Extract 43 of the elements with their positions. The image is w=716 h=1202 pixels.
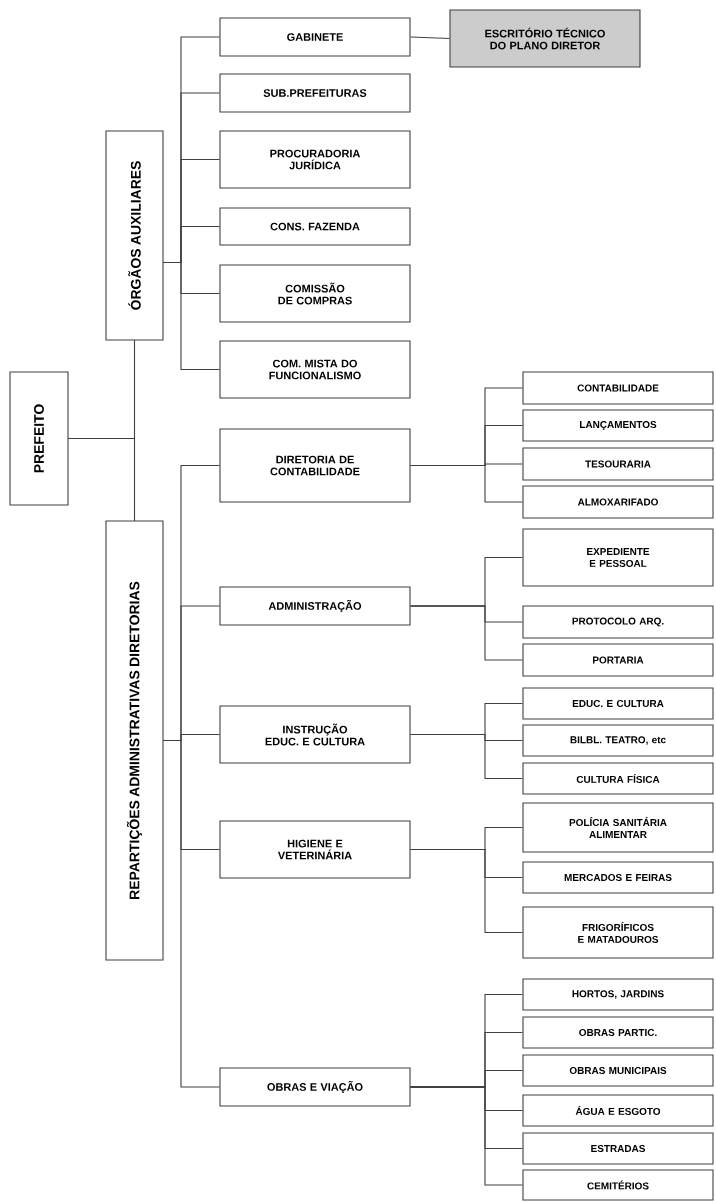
section-box: ALMOXARIFADO [522, 485, 714, 519]
group-box: ÓRGÃOS AUXILIARES [105, 130, 164, 341]
connector-line [162, 739, 220, 1088]
section-box: ESTRADAS [522, 1132, 714, 1165]
section-box: CONTABILIDADE [522, 371, 714, 405]
office-box: ESCRITÓRIO TÉCNICO DO PLANO DIRETOR [449, 9, 641, 68]
unit-box: HIGIENE E VETERINÁRIA [219, 820, 411, 879]
section-box: TESOURARIA [522, 447, 714, 481]
section-box: BILBL. TEATRO, etc [522, 724, 714, 757]
connector-line [410, 1086, 523, 1186]
section-box: LANÇAMENTOS [522, 409, 714, 442]
connector-line [410, 605, 523, 661]
section-box: PORTARIA [522, 643, 714, 677]
section-box: OBRAS PARTIC. [522, 1016, 714, 1049]
unit-box: GABINETE [219, 17, 411, 57]
connector-line [162, 261, 220, 371]
head-box: PREFEITO [9, 371, 69, 506]
section-box: MERCADOS E FEIRAS [522, 861, 714, 894]
section-box: PROTOCOLO ARQ. [522, 605, 714, 639]
unit-box: PROCURADORIA JURÍDICA [219, 130, 411, 189]
unit-box: DIRETORIA DE CONTABILIDADE [219, 428, 411, 503]
section-box: EXPEDIENTE E PESSOAL [522, 528, 714, 587]
unit-box: OBRAS E VIAÇÃO [219, 1067, 411, 1107]
section-box: ÁGUA E ESGOTO [522, 1094, 714, 1127]
section-box: OBRAS MUNICIPAIS [522, 1054, 714, 1087]
unit-box: CONS. FAZENDA [219, 207, 411, 246]
section-box: CEMITÉRIOS [522, 1169, 714, 1201]
section-box: POLÍCIA SANITÁRIA ALIMENTAR [522, 802, 714, 853]
unit-box: ADMINISTRAÇÃO [219, 586, 411, 626]
connector-line [410, 464, 523, 503]
unit-box: COM. MISTA DO FUNCIONALISMO [219, 340, 411, 399]
unit-box: SUB.PREFEITURAS [219, 73, 411, 113]
unit-box: COMISSÃO DE COMPRAS [219, 264, 411, 323]
connector-line [410, 733, 523, 780]
group-box: REPARTIÇÕES ADMINISTRATIVAS DIRETORIAS [105, 520, 164, 961]
connector-line [410, 848, 523, 934]
connector-line [67, 437, 136, 522]
section-box: EDUC. E CULTURA [522, 687, 714, 720]
section-box: HORTOS, JARDINS [522, 978, 714, 1011]
unit-box: INSTRUÇÃO EDUC. E CULTURA [219, 705, 411, 764]
connector-line [410, 36, 450, 40]
section-box: CULTURA FÍSICA [522, 762, 714, 795]
section-box: FRIGORÍFICOS E MATADOUROS [522, 906, 714, 959]
